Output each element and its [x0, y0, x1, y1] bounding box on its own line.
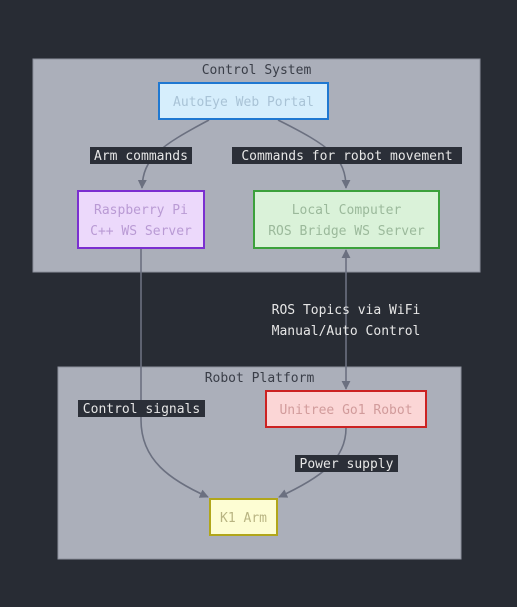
- edge-label-ros-topics-line2: Manual/Auto Control: [272, 324, 421, 339]
- node-k1-arm-box: [209, 498, 278, 536]
- node-local-computer: Local Computer ROS Bridge WS Server: [253, 190, 440, 249]
- node-raspberry-pi: Raspberry Pi C++ WS Server: [77, 190, 205, 249]
- node-unitree-go1-robot-label: Unitree Go1 Robot: [279, 403, 412, 418]
- node-local-computer-box: [253, 190, 440, 249]
- node-raspberry-pi-line1: Raspberry Pi: [94, 203, 188, 218]
- node-local-computer-line2: ROS Bridge WS Server: [268, 224, 425, 239]
- cluster-control-system-label: Control System: [202, 63, 312, 78]
- cluster-robot-platform-label: Robot Platform: [205, 371, 315, 386]
- edge-label-robot-movement-bg: [232, 147, 462, 164]
- edge-label-arm-commands-text: Arm commands: [94, 149, 188, 164]
- node-autoeye-web-portal: AutoEye Web Portal: [158, 82, 329, 120]
- edge-label-power-supply-bg: [295, 455, 398, 472]
- node-autoeye-web-portal-label: AutoEye Web Portal: [173, 95, 314, 110]
- node-unitree-go1-robot-box: [265, 390, 427, 428]
- edge-pi-to-arm: [140, 249, 209, 498]
- edge-label-arm-commands: Arm commands: [90, 147, 192, 164]
- edge-label-control-signals-text: Control signals: [83, 402, 200, 417]
- edge-label-power-supply: Power supply: [295, 455, 398, 472]
- node-raspberry-pi-line2: C++ WS Server: [90, 224, 192, 239]
- node-raspberry-pi-box: [77, 190, 205, 249]
- node-unitree-go1-robot: Unitree Go1 Robot: [265, 390, 427, 428]
- edge-label-control-signals: Control signals: [78, 400, 205, 417]
- edge-label-arm-commands-bg: [90, 147, 192, 164]
- node-local-computer-line1: Local Computer: [292, 203, 402, 218]
- edge-label-ros-topics-line1: ROS Topics via WiFi: [272, 303, 421, 318]
- edge-label-control-signals-bg: [78, 400, 205, 417]
- edge-label-power-supply-text: Power supply: [300, 457, 394, 472]
- node-k1-arm: K1 Arm: [209, 498, 278, 536]
- node-autoeye-web-portal-box: [158, 82, 329, 120]
- edge-label-robot-movement-text: Commands for robot movement: [241, 149, 452, 164]
- node-k1-arm-label: K1 Arm: [220, 511, 267, 526]
- edge-label-robot-movement: Commands for robot movement: [232, 147, 462, 164]
- edge-label-ros-topics: ROS Topics via WiFi Manual/Auto Control: [272, 303, 421, 339]
